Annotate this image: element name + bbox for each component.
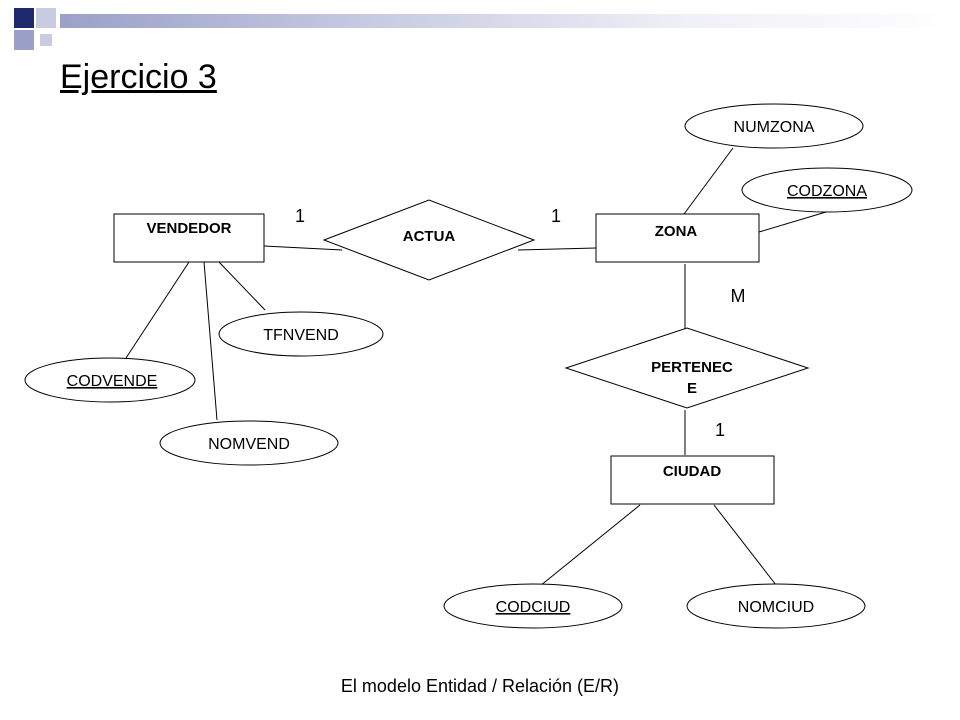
attribute-codciud <box>443 583 623 629</box>
attribute-tfnvend <box>218 311 384 357</box>
entity-ciudad <box>610 455 775 505</box>
attribute-label-tfnvend: TFNVEND <box>263 327 339 344</box>
cardinality-vendedor-actua: 1 <box>295 206 305 226</box>
decor-square-dark <box>14 8 34 28</box>
line-vendedor-actua <box>263 245 343 251</box>
attribute-nomvend <box>159 420 339 466</box>
relationship-actua <box>322 199 536 281</box>
relationship-label-pertenece-1: PERTENEC <box>651 359 733 376</box>
entity-label-vendedor: VENDEDOR <box>146 220 231 237</box>
decor-gradient-bar <box>60 14 960 28</box>
entity-label-ciudad: CIUDAD <box>663 463 721 480</box>
line-zona-numzona <box>683 147 734 215</box>
decor-square-small <box>40 34 52 46</box>
decor-square-mid <box>14 30 34 50</box>
relationship-label-actua: ACTUA <box>403 228 456 245</box>
slide-title: Ejercicio 3 <box>60 58 217 96</box>
line-zona-codzona <box>758 211 827 233</box>
attribute-label-codciud: CODCIUD <box>496 599 571 616</box>
attribute-codzona <box>741 167 913 213</box>
attribute-label-codzona: CODZONA <box>787 183 867 200</box>
attribute-numzona <box>684 103 864 149</box>
slide-footer: El modelo Entidad / Relación (E/R) <box>340 676 620 696</box>
line-ciudad-codciud <box>539 504 641 587</box>
attribute-nomciud <box>686 583 866 629</box>
cardinality-pertenece-ciudad: 1 <box>715 420 725 440</box>
entity-vendedor <box>113 213 265 263</box>
attribute-label-numzona: NUMZONA <box>734 119 815 136</box>
line-vendedor-codvende <box>125 261 190 359</box>
cardinality-actua-zona: 1 <box>551 206 561 226</box>
relationship-pertenece <box>564 327 810 409</box>
attribute-label-codvende: CODVENDE <box>67 373 158 390</box>
decor-square-light <box>36 8 56 28</box>
cardinality-zona-pertenece: M <box>731 286 746 306</box>
line-vendedor-nomvend <box>203 261 218 421</box>
attribute-label-nomvend: NOMVEND <box>208 436 290 453</box>
attribute-codvende <box>24 357 196 403</box>
attribute-label-nomciud: NOMCIUD <box>738 599 814 616</box>
entity-label-zona: ZONA <box>655 223 698 240</box>
line-ciudad-nomciud <box>713 504 777 586</box>
relationship-label-pertenece-2: E <box>687 380 697 397</box>
entity-zona <box>595 213 760 263</box>
line-vendedor-tfnvend <box>218 261 266 311</box>
line-actua-zona <box>517 247 597 251</box>
